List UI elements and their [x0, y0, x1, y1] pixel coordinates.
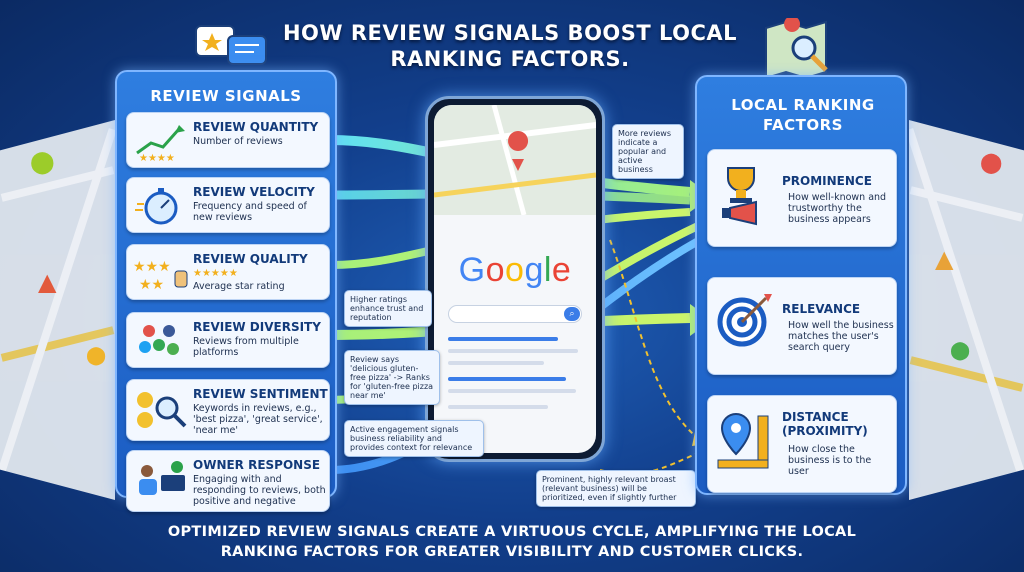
factor-card-distance: Distance (Proximity) How close the busin…	[707, 395, 897, 493]
review-signals-heading: Review Signals	[150, 87, 302, 105]
signal-name: Review Quality	[193, 252, 308, 266]
stars-thumbs-up-icon: ★★★ ★★	[133, 253, 189, 293]
phone-mockup: Google ⌕	[425, 96, 605, 462]
signal-name: Review Diversity	[193, 320, 321, 334]
result-line	[448, 337, 558, 341]
factor-desc: How close the business is to the user	[788, 444, 872, 477]
local-ranking-factors-panel: Local Ranking Factors Prominence How wel…	[695, 75, 907, 495]
factor-name: Relevance	[782, 302, 861, 316]
map-pin-icon: ⬤	[980, 150, 1003, 174]
signal-desc: Engaging with and responding to reviews,…	[193, 474, 326, 507]
signal-desc: Keywords in reviews, e.g., 'best pizza',…	[193, 403, 323, 436]
signal-card-quantity: ★★★★ Review Quantity Number of reviews	[126, 112, 330, 168]
target-arrow-icon	[714, 290, 774, 350]
owner-computer-icon	[133, 459, 189, 499]
signal-desc: Average star rating	[193, 281, 285, 292]
result-line	[448, 405, 548, 409]
signal-name: Review Sentiment	[193, 387, 328, 401]
note-trust: Higher ratings enhance trust and reputat…	[344, 290, 432, 327]
google-letter: G	[458, 251, 486, 289]
signal-desc: Frequency and speed of new reviews	[193, 201, 307, 223]
review-signals-panel: Review Signals ★★★★ Review Quantity Numb…	[115, 70, 337, 512]
search-icon[interactable]: ⌕	[564, 307, 580, 321]
factor-desc: How well-known and trustworthy the busin…	[788, 192, 887, 225]
note-engagement: Active engagement signals business relia…	[344, 420, 484, 457]
note-popular: More reviews indicate a popular and acti…	[612, 124, 684, 179]
store-icon: ▲	[935, 245, 954, 273]
page-title: How review signals boost local ranking f…	[282, 21, 738, 71]
map-pin-icon: ⬤	[950, 340, 971, 361]
local-ranking-factors-heading: Local Ranking Factors	[731, 96, 875, 134]
map-pin-icon: ⬤	[86, 345, 107, 366]
factor-card-relevance: Relevance How well the business matches …	[707, 277, 897, 375]
signal-card-velocity: Review Velocity Frequency and speed of n…	[126, 177, 330, 233]
phone-screen: Google ⌕	[434, 105, 596, 453]
factor-desc: How well the business matches the user's…	[788, 320, 894, 353]
svg-text:★★★★: ★★★★	[139, 153, 175, 161]
signal-desc: Reviews from multiple platforms	[193, 336, 299, 358]
review-chat-bubbles-icon	[192, 22, 272, 72]
rating-growth-chart-icon: ★★★★	[133, 121, 189, 164]
svg-text:★★: ★★	[139, 277, 164, 293]
dashed-flow-distance	[609, 239, 701, 441]
signal-name: Review Quantity	[193, 120, 319, 134]
factor-card-prominence: Prominence How well-known and trustworth…	[707, 149, 897, 247]
google-letter: l	[543, 251, 552, 289]
factor-name: Prominence	[782, 174, 872, 188]
signal-card-quality: ★★★ ★★ Review Quality ★★★★★ Average star…	[126, 244, 330, 300]
stopwatch-icon	[133, 186, 189, 226]
search-input[interactable]: ⌕	[448, 305, 582, 323]
signal-card-owner-response: Owner Response Engaging with and respond…	[126, 450, 330, 512]
note-prominent: Prominent, highly relevant broast (relev…	[536, 470, 696, 507]
signal-name: Owner Response	[193, 458, 321, 472]
quality-rating-stars: ★★★★★	[193, 268, 238, 279]
signal-name: Review Velocity	[193, 185, 315, 199]
result-line	[448, 361, 544, 365]
left-map-decoration	[0, 120, 115, 500]
factor-name: Distance (Proximity)	[782, 410, 868, 438]
svg-text:★★★: ★★★	[133, 259, 171, 275]
store-icon: ▲	[38, 268, 57, 296]
sentiment-magnifier-icon	[133, 388, 189, 428]
google-letter: g	[524, 251, 544, 289]
signal-desc: Number of reviews	[193, 136, 283, 147]
signal-card-sentiment: Review Sentiment Keywords in reviews, e.…	[126, 379, 330, 441]
signal-card-diversity: Review Diversity Reviews from multiple p…	[126, 312, 330, 368]
result-line	[448, 377, 566, 381]
google-letter: o	[485, 251, 506, 289]
trophy-megaphone-icon	[714, 162, 774, 226]
note-keyword: Review says 'delicious gluten-free pizza…	[344, 350, 440, 405]
result-line	[448, 349, 578, 353]
location-ruler-icon	[714, 408, 774, 469]
social-platforms-icon	[133, 321, 189, 361]
result-line	[448, 389, 576, 393]
right-map-decoration	[909, 120, 1024, 500]
map-pin-icon: ⬤	[30, 150, 55, 175]
google-letter: o	[505, 251, 525, 289]
phone-map	[434, 105, 596, 216]
google-logo: Google	[434, 251, 596, 290]
google-letter: e	[551, 251, 572, 289]
footer-caption: Optimized review signals create a virtuo…	[167, 524, 857, 560]
